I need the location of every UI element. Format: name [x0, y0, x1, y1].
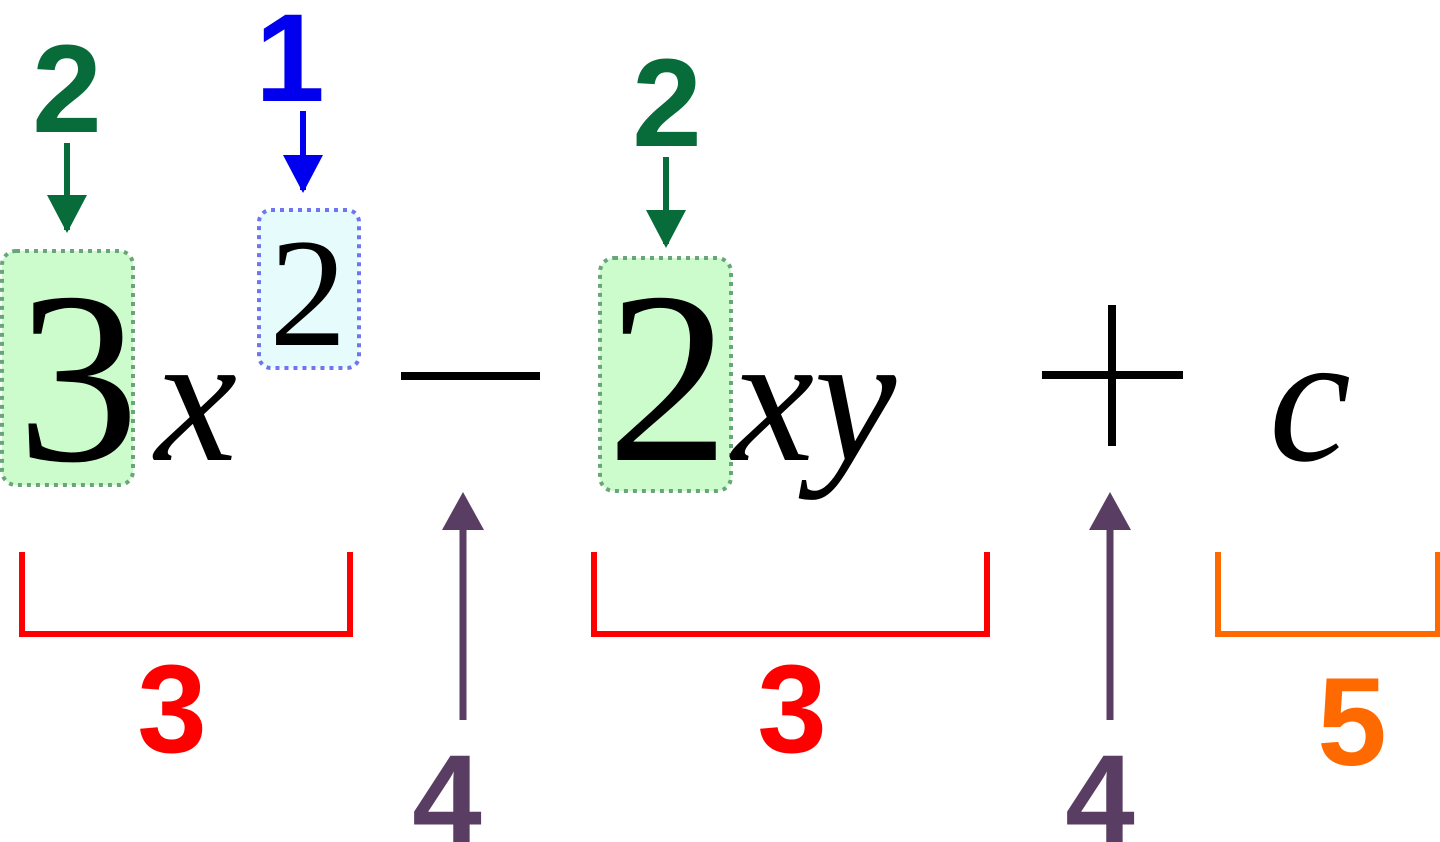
coefficient-arrowhead-2	[646, 210, 686, 248]
coefficient-highlight-box-2	[598, 256, 733, 493]
constant-label: 5	[1317, 653, 1387, 792]
constant-term: c	[1269, 296, 1351, 501]
operator-arrowhead-2	[1089, 492, 1131, 530]
term1-exponent: 2	[269, 207, 347, 379]
term-label-2: 3	[757, 640, 827, 779]
operator-arrowhead-1	[442, 492, 484, 530]
exponent-label: 1	[255, 0, 325, 128]
term2-variables: xy	[729, 296, 897, 501]
coefficient-arrowhead-1	[47, 195, 87, 233]
constant-bracket	[1215, 552, 1440, 637]
operator-label-2: 4	[1065, 730, 1135, 842]
exponent-arrowhead	[283, 155, 323, 193]
operator-label-1: 4	[412, 730, 482, 842]
term2-coefficient: 2	[607, 242, 730, 513]
coefficient-label-2: 2	[632, 34, 702, 173]
term-label-1: 3	[137, 640, 207, 779]
exponent-highlight-box	[257, 208, 361, 370]
term1-coefficient: 3	[17, 242, 140, 513]
plus-sign-vertical	[1108, 305, 1116, 446]
coefficient-highlight-box-1	[0, 249, 135, 487]
term1-variable: x	[152, 296, 237, 501]
term-bracket-2	[591, 552, 990, 637]
minus-sign	[401, 372, 540, 380]
coefficient-label-1: 2	[32, 20, 102, 159]
term-bracket-1	[19, 552, 353, 637]
